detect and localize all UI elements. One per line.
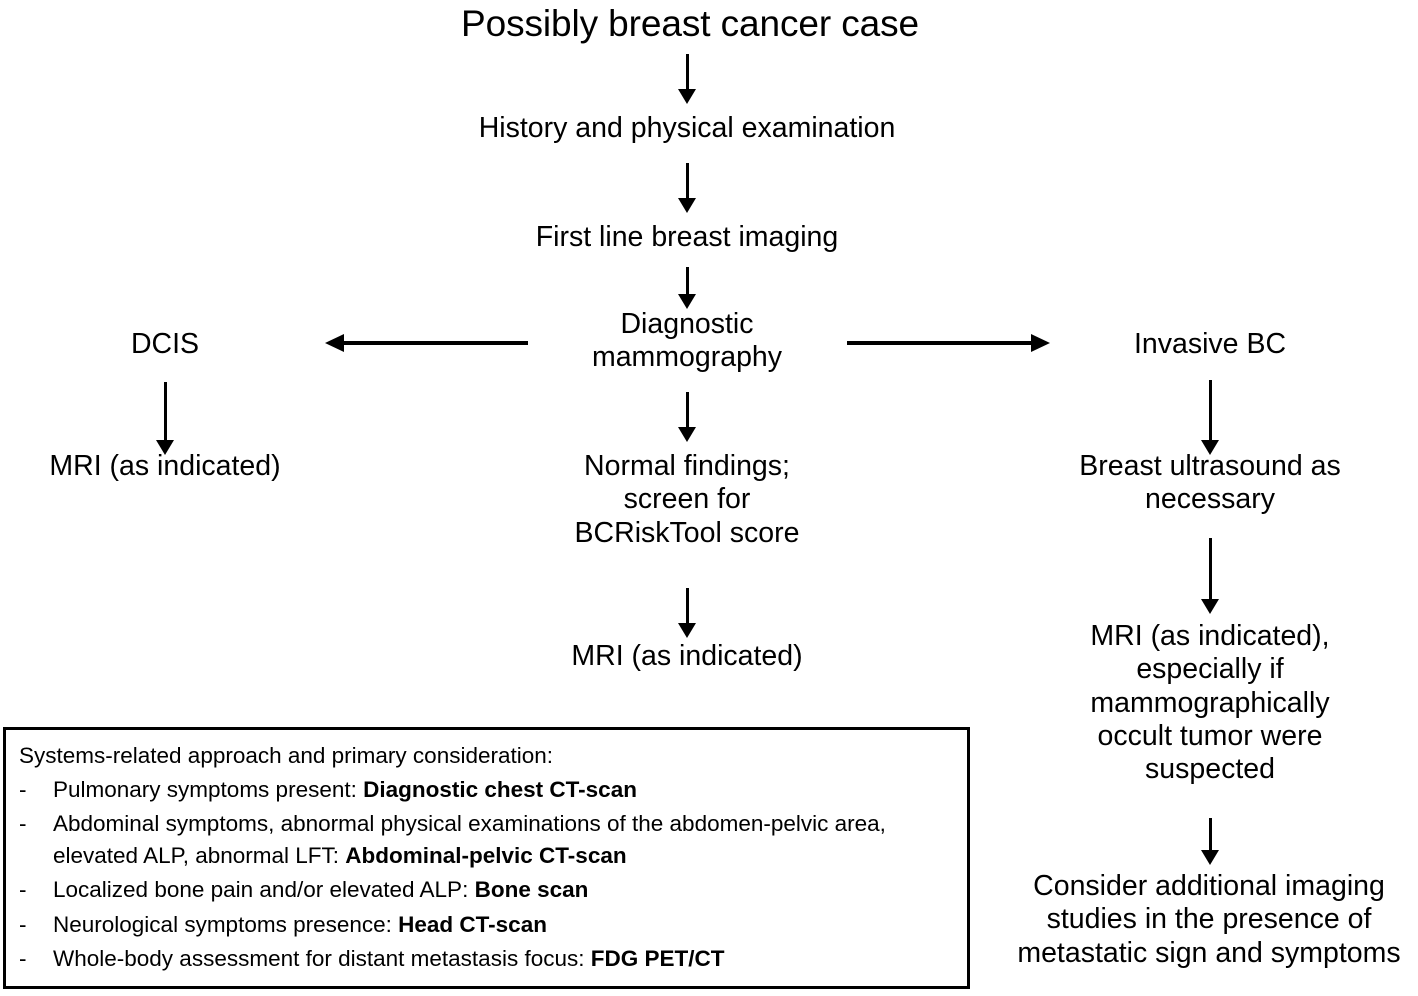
bullet-emphasis: Diagnostic chest CT-scan [363,776,637,802]
arrow-mri-occult-to-consider-additional [1201,818,1219,865]
list-item: - Whole-body assessment for distant meta… [19,943,957,975]
bullet-text-abdominal: Abdominal symptoms, abnormal physical ex… [53,808,957,871]
node-dcis: DCIS [130,328,200,360]
arrow-history-to-first-line [678,163,696,213]
node-breast-ultrasound: Breast ultrasound as necessary [1079,450,1341,516]
arrow-ultrasound-to-mri-occult [1201,538,1219,614]
arrow-dcis-to-mri [156,382,174,455]
node-history-physical-exam: History and physical examination [478,112,896,144]
node-center-mri-as-indicated: MRI (as indicated) [571,640,803,672]
bullet-marker: - [19,811,27,837]
arrow-mammography-to-dcis [325,334,528,352]
bullet-prefix: Pulmonary symptoms present: [53,776,364,802]
arrow-title-to-history [678,54,696,104]
bullet-text-bone: Localized bone pain and/or elevated ALP:… [53,874,957,906]
bullet-marker: - [19,911,27,937]
arrow-mammography-to-normal-findings [678,392,696,442]
arrow-first-line-to-mammography [678,267,696,309]
node-normal-findings-bcrisktool: Normal findings; screen for BCRiskTool s… [574,450,800,549]
bullet-prefix: Localized bone pain and/or elevated ALP: [53,877,475,903]
bullet-text-neurological: Neurological symptoms presence: Head CT-… [53,909,957,941]
node-mri-occult-tumor: MRI (as indicated), especially if mammog… [1090,620,1330,786]
node-first-line-breast-imaging: First line breast imaging [535,221,839,253]
node-diagnostic-mammography: Diagnostic mammography [591,308,783,374]
bullet-emphasis: Head CT-scan [398,911,547,937]
bullet-emphasis: Abdominal-pelvic CT-scan [345,842,627,868]
bullet-prefix: Whole-body assessment for distant metast… [53,946,591,972]
systems-box-heading: Systems-related approach and primary con… [19,743,554,768]
arrow-normal-findings-to-mri [678,588,696,638]
systems-related-approach-box: Systems-related approach and primary con… [3,727,970,989]
bullet-prefix: Abdominal symptoms, abnormal physical ex… [53,811,886,868]
node-consider-additional-imaging: Consider additional imaging studies in t… [1017,870,1401,969]
bullet-marker: - [19,877,27,903]
bullet-text-pulmonary: Pulmonary symptoms present: Diagnostic c… [53,774,957,806]
list-item: - Abdominal symptoms, abnormal physical … [19,808,957,871]
list-item: - Localized bone pain and/or elevated AL… [19,874,957,906]
bullet-prefix: Neurological symptoms presence: [53,911,399,937]
arrow-mammography-to-invasive-bc [847,334,1050,352]
diagram-title: Possibly breast cancer case [461,3,919,44]
bullet-marker: - [19,946,27,972]
bullet-emphasis: FDG PET/CT [590,946,725,972]
list-item: - Pulmonary symptoms present: Diagnostic… [19,774,957,806]
bullet-text-whole-body: Whole-body assessment for distant metast… [53,943,957,975]
bullet-emphasis: Bone scan [474,877,589,903]
node-invasive-bc: Invasive BC [1133,328,1287,360]
bullet-marker: - [19,776,27,802]
node-dcis-mri-as-indicated: MRI (as indicated) [49,450,281,482]
arrow-invasive-bc-to-ultrasound [1201,380,1219,455]
list-item: - Neurological symptoms presence: Head C… [19,909,957,941]
